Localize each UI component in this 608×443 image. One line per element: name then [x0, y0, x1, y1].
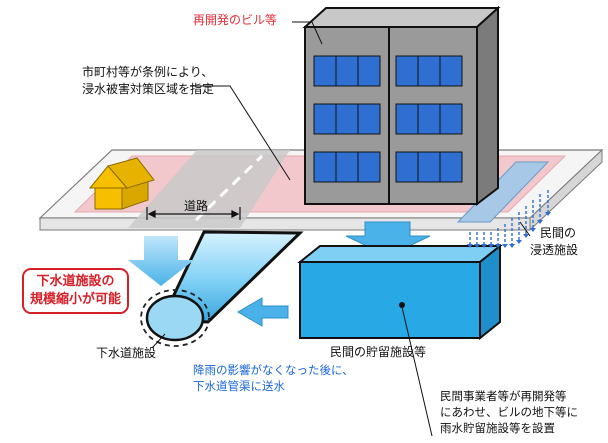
sewer-facility-label: 下水道施設 [96, 346, 157, 360]
transfer-arrow [237, 297, 289, 327]
private-note-line1: 民間事業者等が再開発等 [440, 389, 567, 403]
city-ordinance-label-line1: 市町村等が条例により、 [82, 65, 214, 79]
down-arrow-road [128, 236, 194, 286]
road-label: 道路 [184, 199, 209, 213]
road [128, 150, 290, 228]
sewer-callout-line1: 下水道施設の [36, 274, 115, 289]
leader-lines [151, 21, 531, 437]
building [302, 5, 501, 207]
house-icon [88, 157, 155, 210]
private-note-line2: にあわせ、ビルの地下等に [440, 405, 578, 419]
private-note-line3: 雨水貯留施設等を設置 [440, 421, 555, 435]
sewer-reduction-callout: 下水道施設の 規模縮小が可能 [22, 268, 130, 314]
storage-tank [297, 243, 503, 341]
redevelop-building-label: 再開発のビル等 [193, 13, 278, 27]
private-storage-label: 民間の貯留施設等 [330, 345, 427, 359]
after-rain-note-line1: 降雨の影響がなくなった後に、 [193, 363, 354, 377]
infiltration-label-line2: 浸透施設 [530, 243, 579, 257]
infiltration-arrows [469, 190, 549, 244]
road-width-arrow [146, 207, 241, 220]
sewer-pipe [140, 230, 304, 347]
infiltration-label-line1: 民間の [540, 226, 577, 240]
building-windows [313, 55, 463, 183]
infiltration-arrowheads [467, 212, 551, 248]
sewer-callout-line2: 規模縮小が可能 [30, 292, 122, 307]
city-ordinance-label-line2: 浸水被害対策区域を指定 [82, 82, 215, 96]
after-rain-note-line2: 下水道管渠に送水 [193, 379, 285, 393]
storage-tank-marker [399, 302, 405, 308]
